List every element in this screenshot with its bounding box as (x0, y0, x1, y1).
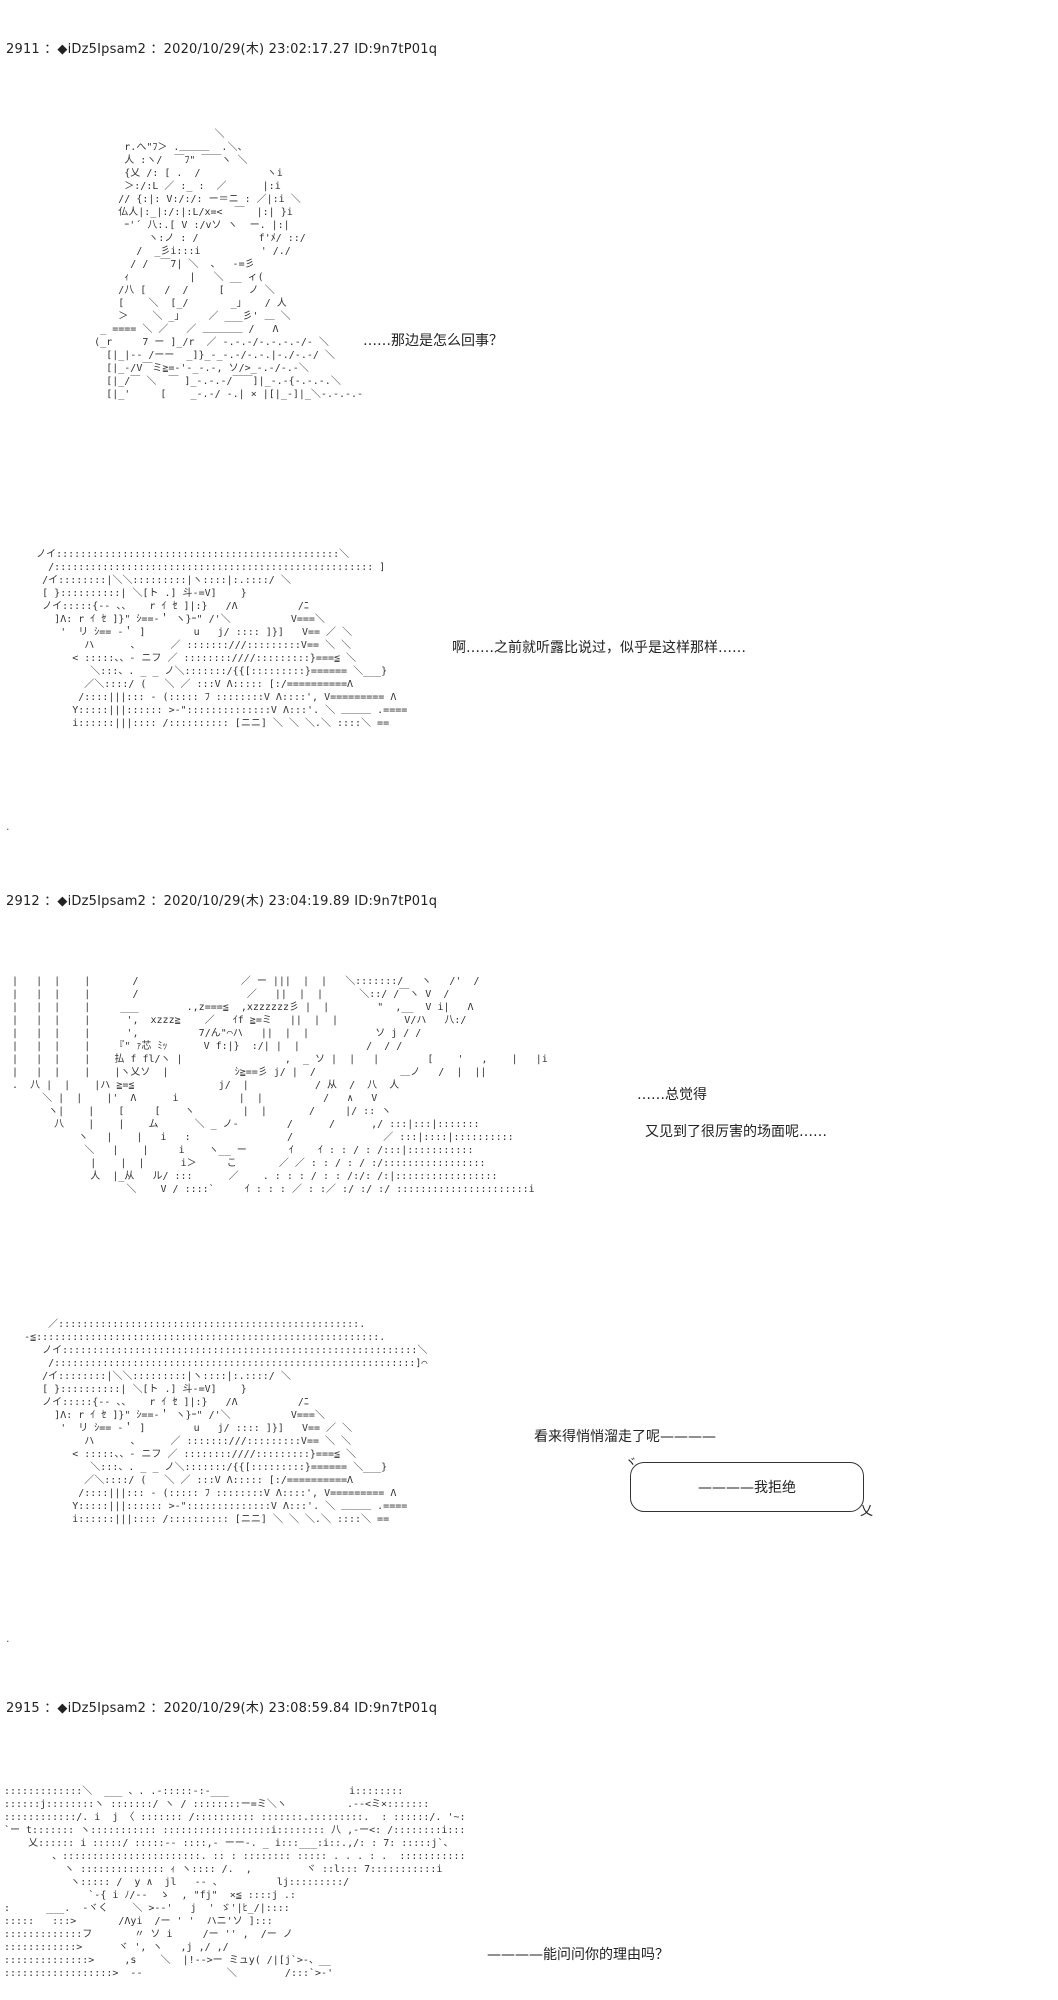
dialogue-line: ……总觉得 (637, 1087, 707, 1103)
ascii-art-character-smiling: ／:::::::::::::::::::::::::::::::::::::::… (24, 1319, 428, 1525)
post-header: 2911 ：◆iDz5Ipsam2 ：2020/10/29(木) 23:02:1… (6, 42, 438, 57)
ascii-art-character-smiling: ノイ::::::::::::::::::::::::::::::::::::::… (36, 549, 408, 729)
post-header: 2915 ：◆iDz5Ipsam2 ：2020/10/29(木) 23:08:5… (6, 1701, 438, 1716)
dialogue-line: 啊……之前就听露比说过，似乎是这样那样…… (452, 640, 746, 656)
speech-bubble: ヾ ————我拒绝 乂 (625, 1455, 873, 1519)
ascii-art-character-dark: :::::::::::::＼ ___ 、. .-:::::-:-___ i:::… (4, 1786, 464, 1979)
bubble-tail: 乂 (859, 1504, 873, 1519)
dialogue-line: 看来得悄悄溜走了呢———— (534, 1429, 716, 1445)
separator-dot: . (6, 820, 10, 833)
dialogue-line: 又见到了很厉害的场面呢…… (645, 1124, 827, 1140)
post-header: 2912 ：◆iDz5Ipsam2 ：2020/10/29(木) 23:04:1… (6, 894, 438, 909)
ascii-art-character-sitting: ＼ r.へ"ﾌ＞ .＿＿＿ .＼、 人 :ヽ/ ￣ﾌ" ￣￣ヽ ＼ {乂 /: … (94, 129, 364, 400)
ascii-art-character-closeup: | | | | / ／ ー ||| | | ＼:::::::/ ヽ /' / |… (12, 976, 548, 1195)
separator-dot: . (6, 1632, 10, 1645)
dialogue-line: ……那边是怎么回事？ (363, 333, 503, 349)
bubble-corner-mark: ヾ (625, 1455, 638, 1469)
dialogue-line: ————能问问你的理由吗？ (487, 1947, 669, 1963)
bubble-text: ————我拒绝 (698, 1480, 796, 1496)
